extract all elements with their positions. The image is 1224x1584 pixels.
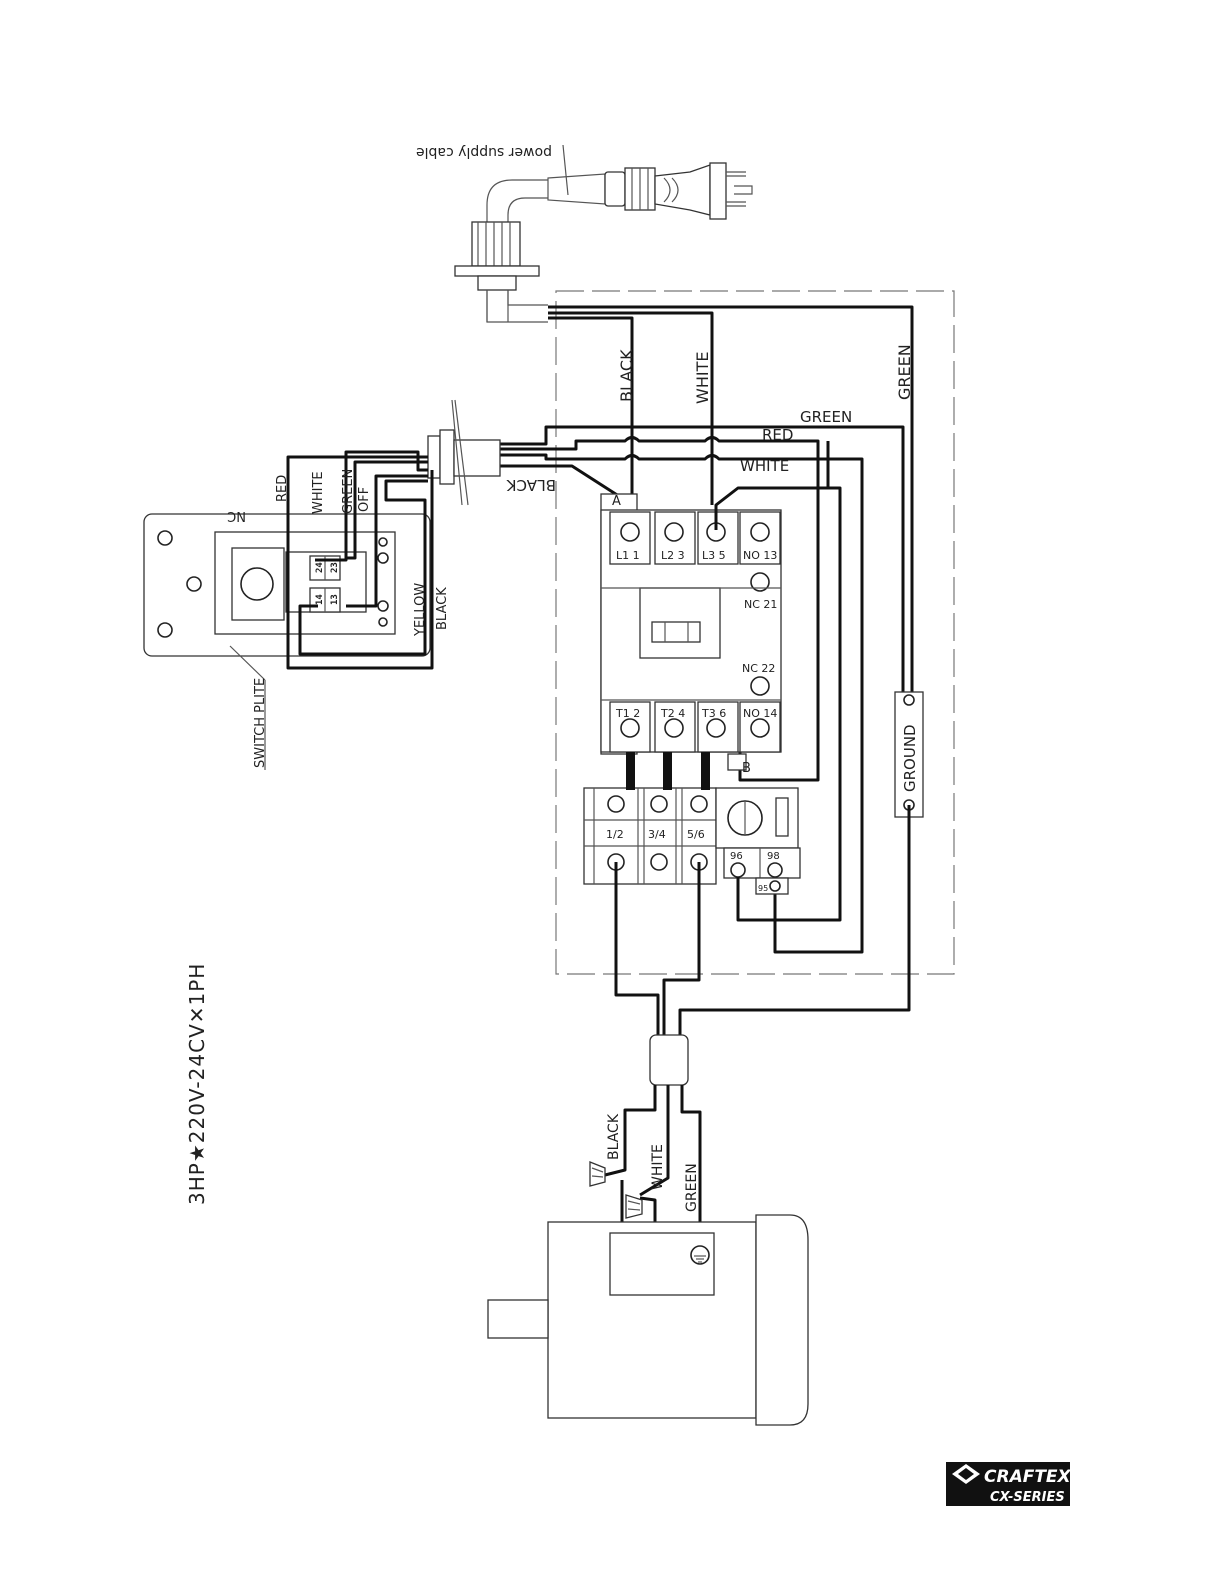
power-cable-label: power supply cable (416, 144, 552, 160)
switch-label-off: OFF (357, 487, 372, 512)
label-green-switch: GREEN (800, 408, 852, 426)
wire-nuts (590, 1162, 642, 1218)
logo-series: CX-SERIES (990, 1490, 1065, 1505)
grommet-middle (428, 400, 500, 505)
overload-98: 98 (767, 851, 780, 862)
strain-relief-top (455, 222, 548, 322)
contactor-overload-links (626, 752, 710, 790)
switch-plate-label: SWITCH PLITE (253, 678, 268, 768)
contactor-T2: T2 4 (660, 707, 685, 720)
contactor-mark-a: A (612, 494, 621, 509)
switch-label-nc: NC (227, 508, 246, 523)
switch-label-red: RED (275, 475, 290, 502)
switch-label-white: WHITE (311, 471, 326, 514)
label-white-switch: WHITE (740, 457, 789, 475)
craftex-logo: CRAFTEX CX-SERIES (946, 1462, 1072, 1506)
label-motor-green: GREEN (684, 1163, 700, 1212)
contactor-mark-b: B (742, 761, 751, 776)
contactor-NC21: NC 21 (744, 598, 777, 611)
overload-96: 96 (730, 851, 743, 862)
overload-1-2: 1/2 (606, 828, 624, 841)
switch-terminal-13: 13 (330, 594, 340, 605)
label-motor-white: WHITE (650, 1144, 666, 1190)
switch-label-green: GREEN (341, 469, 356, 514)
power-plug (487, 145, 752, 322)
overload-3-4: 3/4 (648, 828, 666, 841)
contactor-NC22: NC 22 (742, 662, 775, 675)
label-green-supply: GREEN (895, 344, 914, 400)
ground-label: GROUND (901, 724, 919, 792)
contactor-NO13: NO 13 (743, 549, 777, 562)
contactor-L3: L3 5 (702, 549, 726, 562)
switch-label-yellow: YELLOW (413, 583, 428, 637)
label-white-supply: WHITE (693, 352, 712, 404)
label-black-supply: BLACK (617, 349, 636, 402)
contactor (601, 494, 781, 770)
diagram-title: 3HP★220V-24CV✕1PH (185, 963, 209, 1205)
switch-terminal-14: 14 (315, 594, 325, 605)
overload-95: 95 (758, 884, 768, 893)
contactor-L1: L1 1 (616, 549, 640, 562)
label-red-switch: RED (762, 426, 793, 444)
switch-label-black: BLACK (435, 587, 450, 630)
overload-5-6: 5/6 (687, 828, 705, 841)
switch-terminal-23: 23 (330, 562, 340, 573)
motor (488, 1215, 808, 1425)
logo-brand: CRAFTEX (984, 1467, 1072, 1487)
label-black-switch: BLACK (506, 476, 556, 494)
contactor-T1: T1 2 (615, 707, 640, 720)
contactor-L2: L2 3 (661, 549, 685, 562)
contactor-T3: T3 6 (701, 707, 726, 720)
label-motor-black: BLACK (606, 1113, 622, 1160)
switch-terminal-24: 24 (315, 562, 325, 573)
contactor-NO14: NO 14 (743, 707, 777, 720)
